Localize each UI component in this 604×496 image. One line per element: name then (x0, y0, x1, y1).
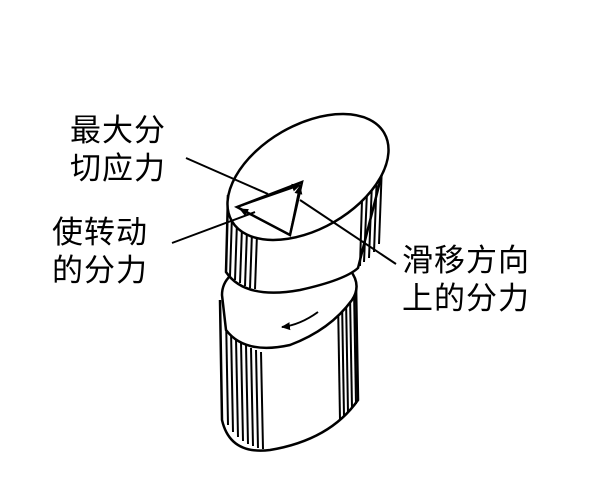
force-triangle (233, 179, 304, 237)
label-slip-direction-component: 滑移方向 上的分力 (402, 242, 530, 318)
label-rotation-line2: 的分力 (52, 253, 148, 289)
label-max-shear-stress: 最大分 切应力 (70, 112, 166, 188)
label-max-shear-line1: 最大分 (70, 113, 166, 149)
label-max-shear-line2: 切应力 (70, 151, 166, 187)
upper-cylinder (224, 112, 390, 294)
label-rotation-line1: 使转动 (52, 215, 148, 251)
leader-slip (299, 199, 397, 265)
leader-max-shear (185, 157, 269, 195)
leader-rotation (171, 211, 256, 244)
label-slip-line2: 上的分力 (402, 281, 530, 317)
label-rotation-component: 使转动 的分力 (52, 214, 148, 290)
label-slip-line1: 滑移方向 (402, 243, 530, 279)
